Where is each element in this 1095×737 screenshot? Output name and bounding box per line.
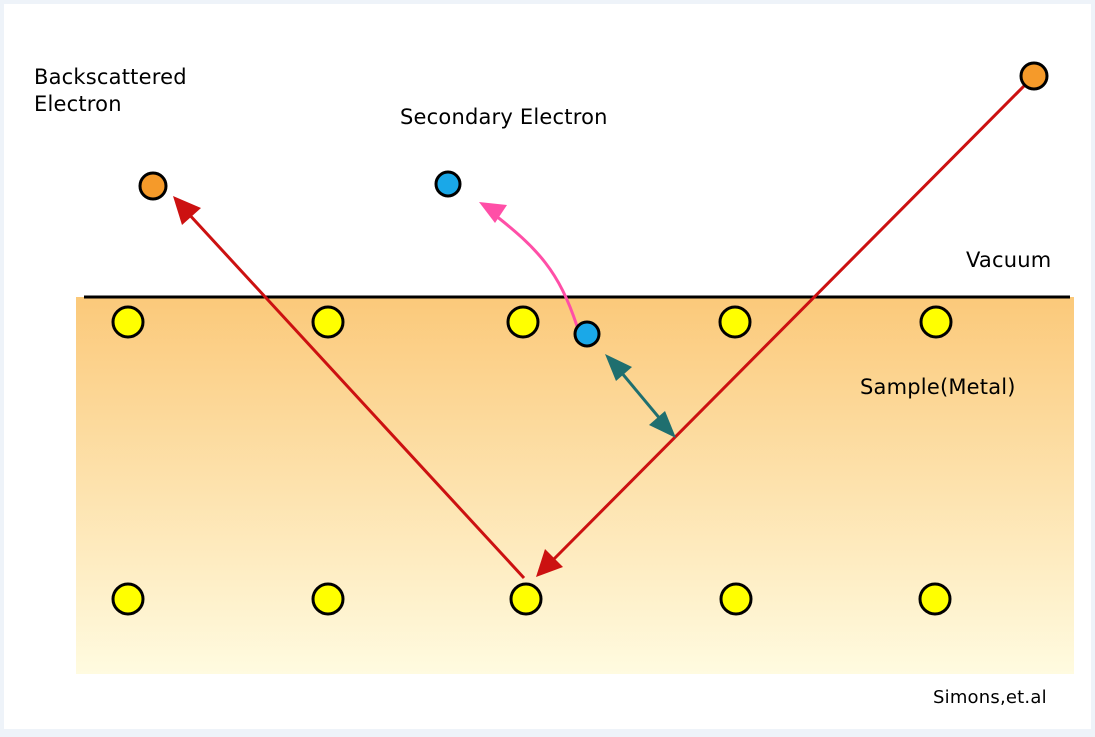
sample-region: [76, 297, 1074, 674]
incident-arrowhead: [536, 549, 563, 577]
secondary-electron: [434, 170, 462, 198]
atom: [506, 305, 540, 339]
secondary-electron-label: Secondary Electron: [400, 105, 608, 129]
interaction-arrowhead-down: [649, 411, 676, 438]
atom: [718, 305, 752, 339]
backscattered-arrowhead: [173, 196, 201, 225]
atom: [509, 582, 543, 616]
atom: [919, 305, 953, 339]
secondary-path: [490, 210, 579, 327]
atom: [311, 582, 345, 616]
atom: [111, 582, 145, 616]
backscattered-label-line1: Backscattered: [34, 65, 187, 89]
atom-row-top: [111, 305, 953, 339]
backscattered-electron: [138, 171, 168, 201]
atom: [311, 305, 345, 339]
backscattered-label-line2: Electron: [34, 92, 122, 116]
interaction-line: [614, 365, 668, 427]
atom: [918, 582, 952, 616]
secondary-electron-origin: [573, 320, 601, 348]
atom: [111, 305, 145, 339]
diagram-canvas: Backscattered Electron Secondary Electro…: [4, 4, 1091, 729]
backscattered-path: [184, 209, 526, 580]
credit-label: Simons,et.al: [933, 687, 1047, 708]
sample-label: Sample(Metal): [860, 375, 1016, 399]
atom-row-bottom: [111, 582, 952, 616]
atom: [719, 582, 753, 616]
incident-path: [550, 82, 1028, 563]
interaction-arrowhead-up: [605, 354, 632, 381]
vacuum-label: Vacuum: [966, 248, 1052, 272]
backscattered-electron-label: Backscattered Electron: [34, 64, 187, 118]
secondary-arrowhead: [479, 202, 507, 223]
electron-scattering-diagram: [76, 61, 1074, 674]
incident-electron: [1019, 61, 1049, 91]
